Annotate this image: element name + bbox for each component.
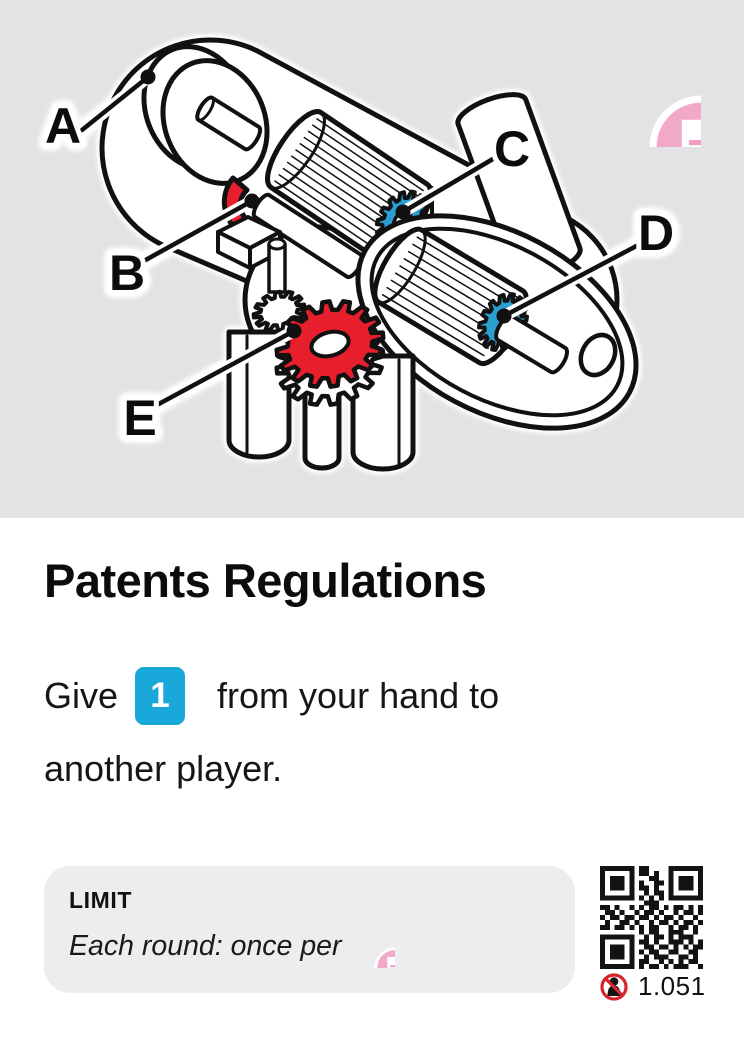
label-a: A xyxy=(45,98,81,154)
limit-text: Each round: once per xyxy=(69,930,342,962)
qr-code xyxy=(600,866,704,970)
document-icon xyxy=(594,40,701,147)
rule-suffix: from your hand to xyxy=(207,674,500,716)
patent-illustration: A B C D E xyxy=(40,37,679,472)
limit-box: LIMIT Each round: once per xyxy=(44,866,575,993)
callouts: A B C D E xyxy=(40,69,679,451)
rule-prefix: Give xyxy=(44,674,119,716)
label-e: E xyxy=(123,390,156,446)
label-c: C xyxy=(494,121,530,177)
card-count-tile: 1 xyxy=(135,666,186,725)
label-b: B xyxy=(109,245,145,301)
card-rule-text: Give 1 from your hand to another player. xyxy=(44,659,684,805)
axle-stub xyxy=(195,95,263,152)
rule-line2: another player. xyxy=(44,747,283,789)
block xyxy=(216,215,282,270)
limit-heading: LIMIT xyxy=(69,887,133,913)
plate-hole xyxy=(578,332,618,378)
gear-e xyxy=(267,289,393,398)
card-number: 1.051 xyxy=(638,971,706,1001)
label-d: D xyxy=(638,205,674,261)
page-title: Patents Regulations xyxy=(44,554,487,607)
no-solo-icon xyxy=(600,972,628,1001)
document-icon xyxy=(352,925,395,968)
